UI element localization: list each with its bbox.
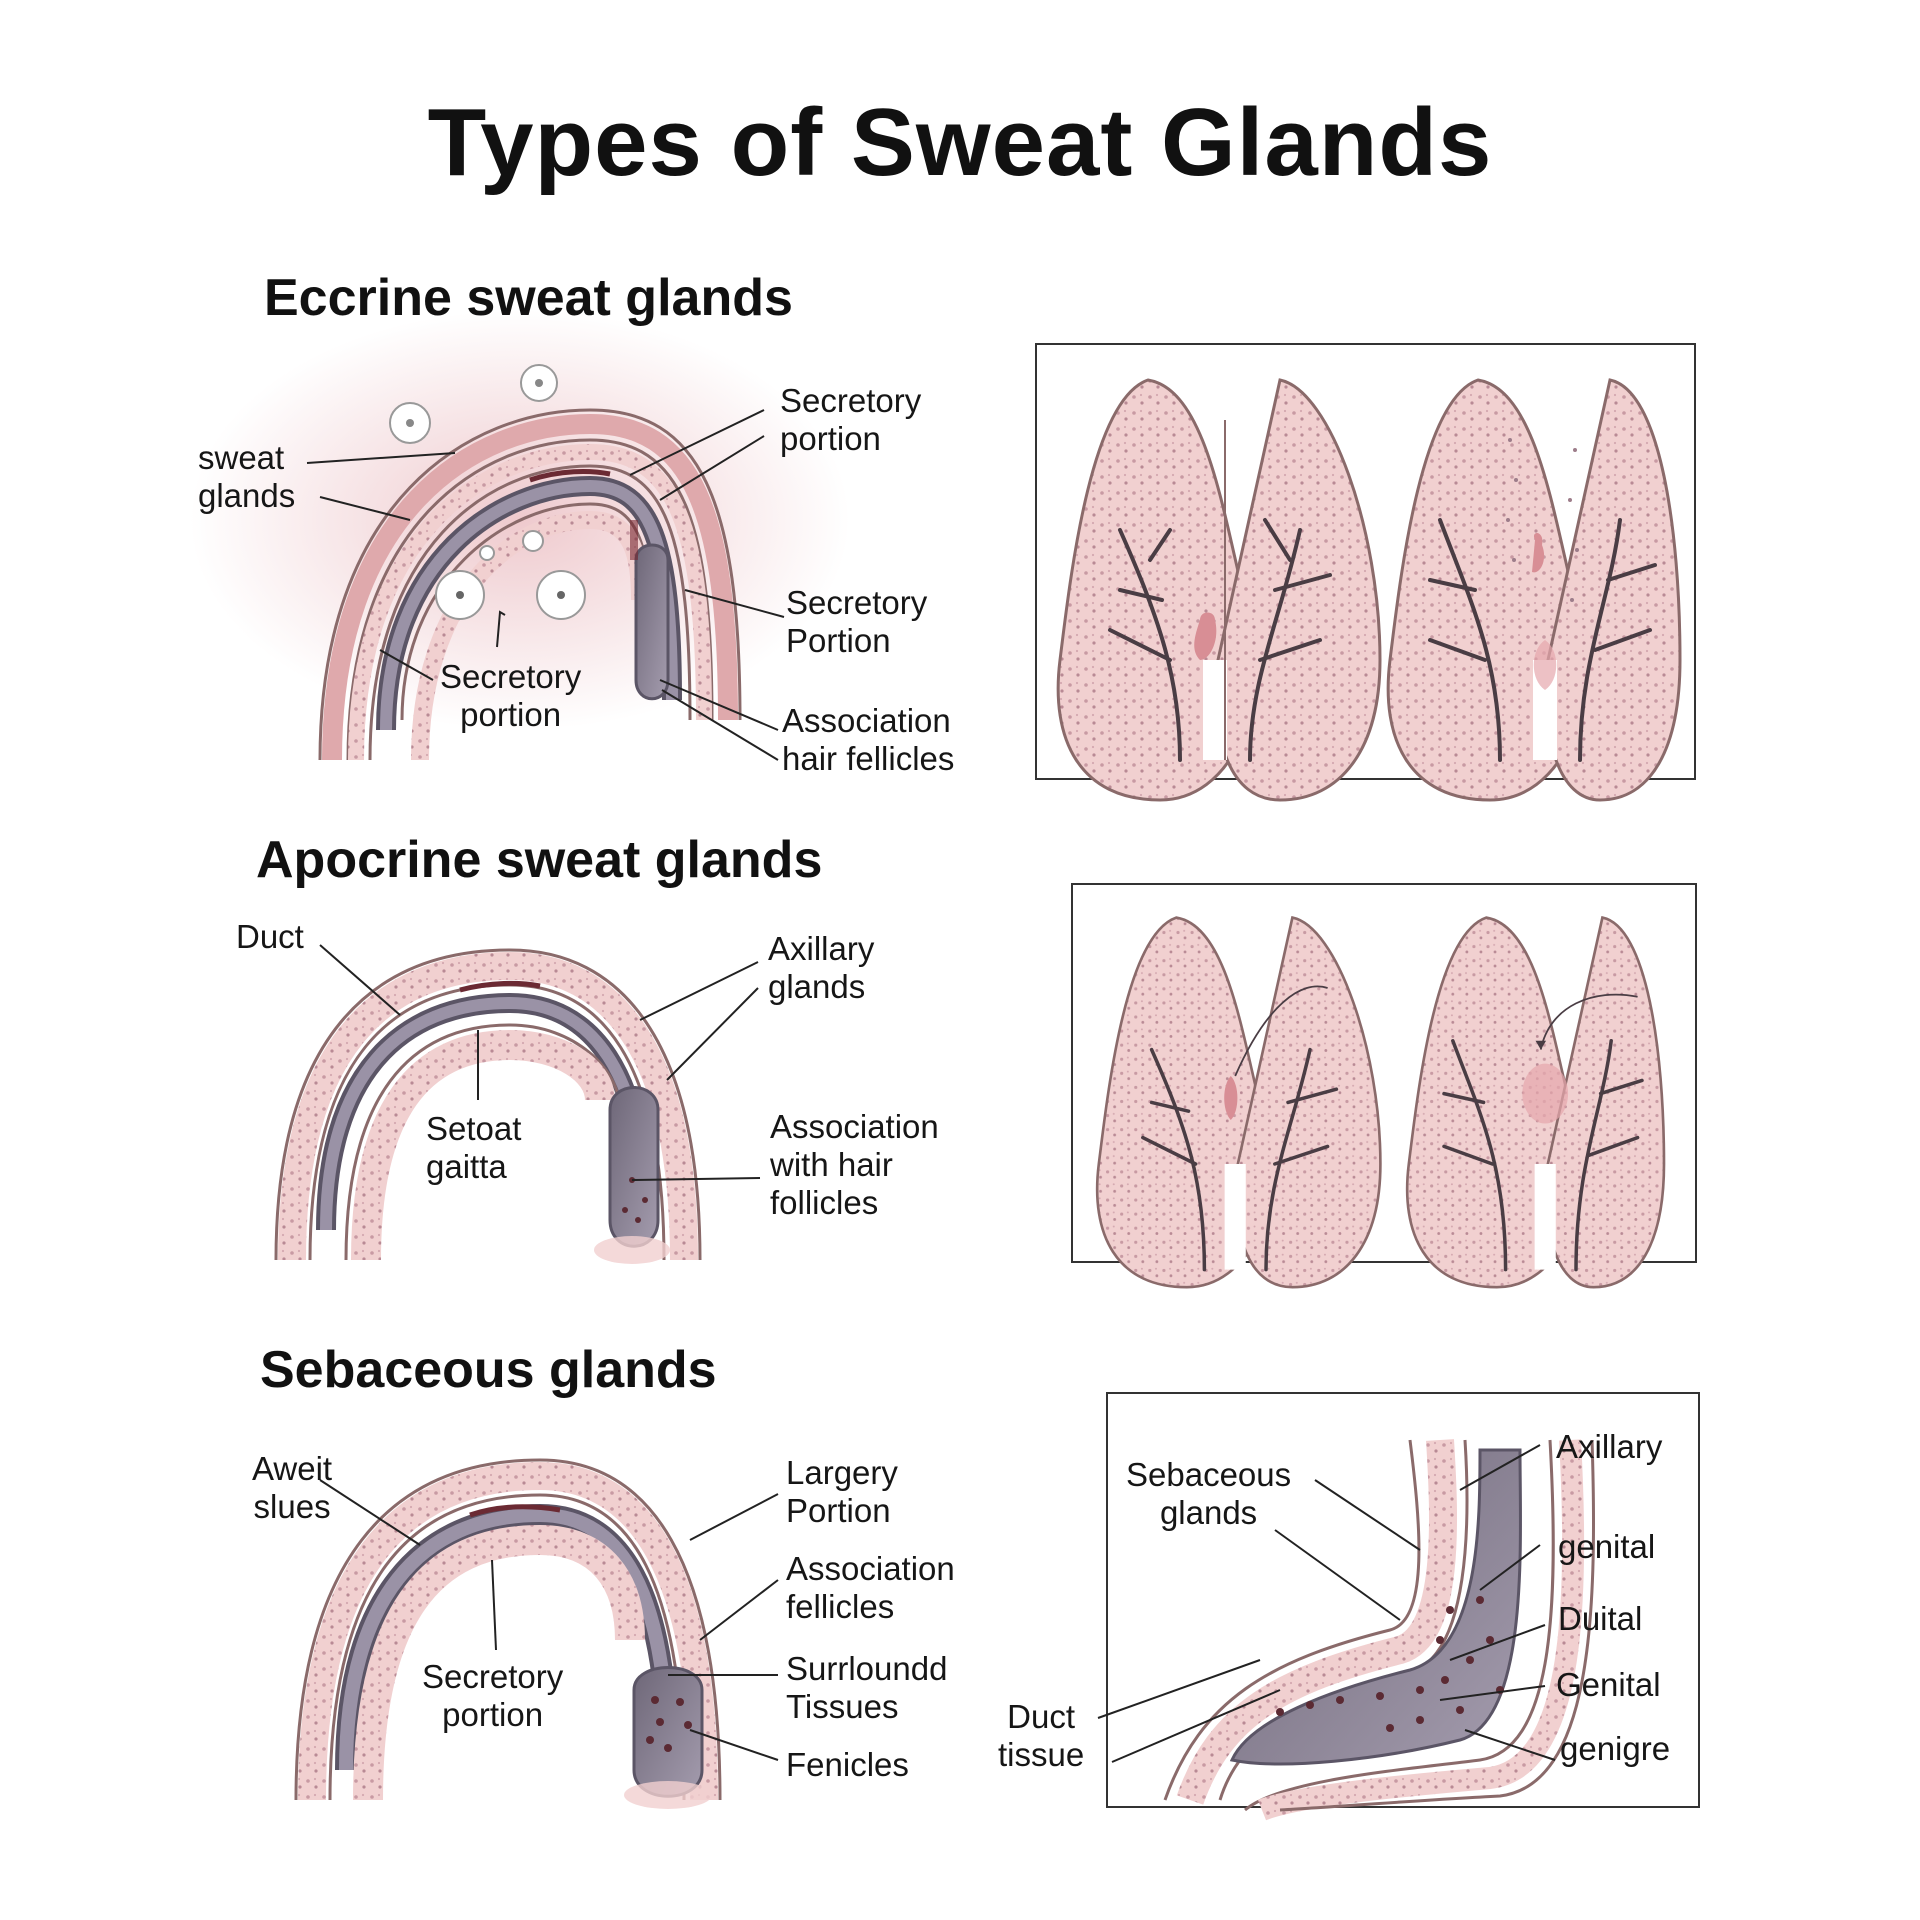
sebaceous-panel-label-genital-1: genital <box>1558 1528 1656 1565</box>
sebaceous-label-surrlound: Surrloundd Tissues <box>786 1650 948 1725</box>
eccrine-lobe-left <box>1056 378 1382 802</box>
sebaceous-label-aweit: Aweit slues <box>252 1450 333 1525</box>
sebaceous-label-association: Association fellicles <box>786 1550 955 1625</box>
eccrine-gland-drawing <box>190 310 850 761</box>
apocrine-lobe-right <box>1405 916 1666 1289</box>
apocrine-label-duct: Duct <box>236 918 304 955</box>
sebaceous-section-title: Sebaceous glands <box>260 1341 717 1399</box>
apocrine-label-association: Association with hair follicles <box>770 1108 939 1221</box>
sebaceous-panel-label-duct-tissue: Duct tissue <box>998 1698 1085 1773</box>
apocrine-lobe-left <box>1095 916 1382 1289</box>
sebaceous-panel-label-duital: Duital <box>1558 1600 1643 1637</box>
apocrine-section-title: Apocrine sweat glands <box>256 831 823 889</box>
sebaceous-label-largery: Largery Portion <box>786 1454 898 1529</box>
eccrine-label-secretory-top: Secretory portion <box>780 382 922 457</box>
apocrine-gland-drawing <box>274 944 761 1264</box>
sebaceous-panel-label-sebaceous-glands: Sebaceous glands <box>1126 1456 1292 1531</box>
eccrine-label-secretory-inner: Secretory portion <box>440 658 582 733</box>
sebaceous-label-fenicles: Fenicles <box>786 1746 909 1783</box>
sebaceous-panel-drawing <box>1097 1439 1596 1821</box>
sebaceous-panel-label-genigre: genigre <box>1560 1730 1671 1767</box>
sebaceous-gland-drawing <box>294 1458 779 1809</box>
eccrine-lobe-right <box>1386 378 1682 802</box>
eccrine-label-secretory-mid: Secretory Portion <box>786 584 928 659</box>
page-title: Types of Sweat Glands <box>427 89 1493 196</box>
apocrine-label-axillary: Axillary glands <box>768 930 875 1005</box>
sebaceous-panel-label-genital-2: Genital <box>1556 1666 1661 1703</box>
sebaceous-label-secretory: Secretory portion <box>422 1658 564 1733</box>
eccrine-label-association: Association hair fellicles <box>782 702 955 777</box>
apocrine-label-setoat: Setoat gaitta <box>426 1110 522 1185</box>
sebaceous-panel-label-axillary: Axillary <box>1556 1428 1663 1465</box>
eccrine-label-sweat-glands: sweat glands <box>198 439 296 514</box>
